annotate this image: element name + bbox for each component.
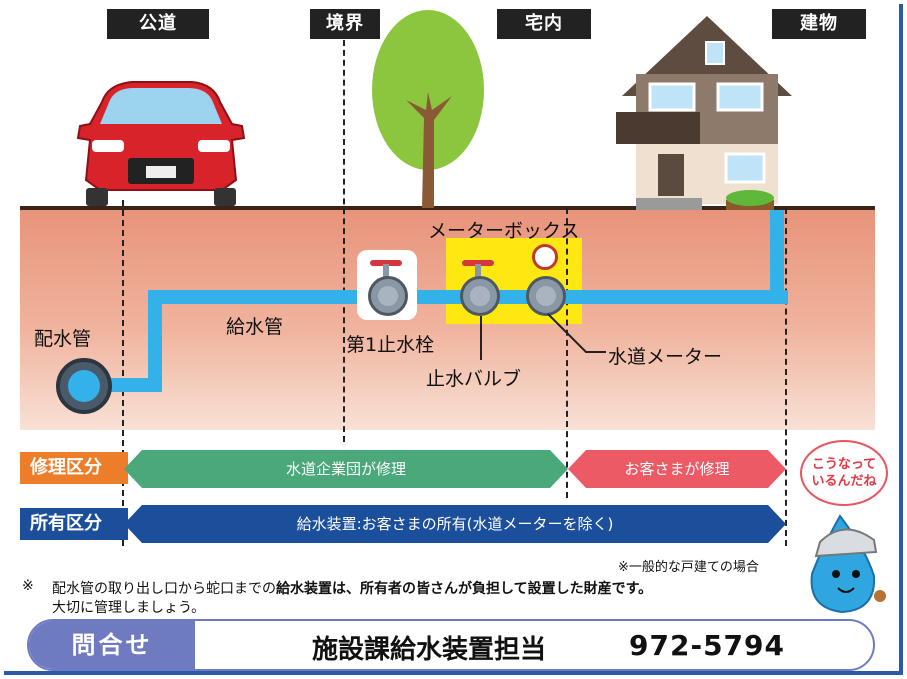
first-stop-tap-label: 第1止水栓 [346,334,435,356]
contact-phone[interactable]: 972-5794 [629,629,785,662]
mascot-speech-text: こうなって いるんだね [811,457,877,489]
page-frame [4,4,903,675]
stop-valve [460,276,500,316]
water-meter-label: 水道メーター [608,346,723,368]
main-pipe-label: 配水管 [34,328,92,350]
ownership-division-tag: 所有区分 [20,508,128,540]
customer-repair-arrow [568,450,786,488]
notice-mark: ※ [22,578,34,594]
meter-leader-line [547,313,606,353]
notice-line-1-bold: 給水装置は、所有者の皆さんが負担して設置した財産です。 [276,581,653,597]
tree-illustration [372,10,484,208]
ownership-text: 給水装置:お客さまの所有(水道メーターを除く) [296,515,614,533]
car-illustration [76,81,246,206]
service-pipe-label: 給水管 [226,316,284,338]
contact-label: 問合せ [29,621,195,669]
contact-bar: 問合せ 施設課給水装置担当 972-5794 [27,619,875,671]
notice-line-1-prefix: 配水管の取り出し口から蛇口までの [52,581,276,597]
mascot-speech-bubble: こうなって いるんだね [800,440,888,506]
road-divider-line [122,200,124,546]
boundary-divider-line [343,40,345,442]
main-pipe-icon [56,358,112,414]
contact-department: 施設課給水装置担当 [312,635,547,665]
stop-tap-handle-icon [370,260,402,280]
zone-label-boundary: 境界 [310,9,380,39]
building-divider-line [785,208,787,546]
customer-repair-text: お客さまが修理 [624,460,730,478]
stop-valve-handle-icon [462,260,494,280]
service-pipe-house-riser [770,210,784,304]
house-illustration [616,16,792,210]
meter-box-label: メーターボックス [428,220,580,242]
notice-line-1: 配水管の取り出し口から蛇口までの給水装置は、所有者の皆さんが負担して設置した財産… [52,578,652,598]
zone-label-premises: 宅内 [497,9,591,39]
zone-label-building: 建物 [772,9,866,39]
meter-divider-line [566,208,568,498]
water-drop-mascot-icon [810,514,886,614]
ownership-arrow [124,505,786,543]
notice-line-2: 大切に管理しましょう。 [52,600,206,616]
water-meter [526,276,566,316]
ground-surface-line [20,206,875,210]
stop-valve-leader-line [480,316,482,360]
stop-valve-label: 止水バルブ [426,368,522,390]
service-pipe-riser [148,290,162,392]
utility-repair-text: 水道企業団が修理 [285,460,406,478]
footnote: ※一般的な戸建ての場合 [618,560,759,575]
meter-gauge-icon [532,244,558,270]
service-pipe-stub [100,378,160,392]
first-stop-tap-valve [368,276,408,316]
utility-repair-arrow [124,450,568,488]
repair-division-tag: 修理区分 [20,452,128,484]
zone-label-road: 公道 [107,9,209,39]
